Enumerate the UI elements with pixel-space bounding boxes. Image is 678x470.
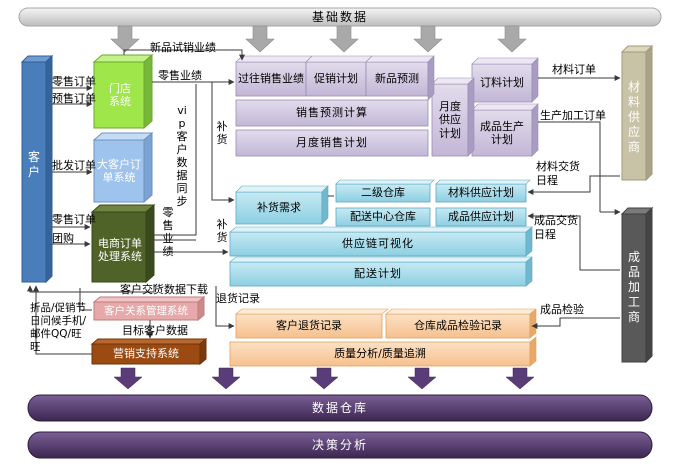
retail-performance-label: 零售业绩 (158, 69, 202, 82)
material-order-label: 材料订单 (552, 63, 596, 76)
product-inspection-label: 成品检验 (540, 303, 584, 316)
product-delivery-label: 成品交货日程 (534, 214, 578, 241)
monthly-sales-plan-box: 月度销售计划 (296, 136, 368, 150)
material-supply-plan-box: 材料供应计划 (448, 186, 514, 200)
quality-analysis-box: 质量分析/质量追溯 (334, 347, 426, 361)
replenish-label-2: 补货 (216, 218, 228, 244)
secondary-warehouse-box: 二级仓库 (361, 186, 405, 200)
new-product-forecast-box: 新品预测 (375, 72, 419, 86)
product-processor-box: 成品加工商 (627, 250, 640, 324)
production-order-label: 生产加工订单 (540, 109, 606, 122)
past-sales-performance-box: 过往销售业绩 (238, 72, 304, 86)
replenish-label-1: 补货 (216, 120, 228, 146)
base-data-banner: 基础数据 (311, 9, 368, 24)
delivery-plan-box: 配送计划 (354, 267, 402, 281)
retail-order-label: 零售订单 (52, 75, 96, 88)
trial-sales-label: 新品试销业绩 (150, 41, 216, 54)
monthly-supply-plan-box: 月度供应计划 (439, 100, 461, 140)
wholesale-order-label: 批发订单 (52, 159, 96, 172)
material-supplier-box: 材料供应商 (627, 80, 640, 154)
supply-chain-visibility-box: 供应链可视化 (342, 237, 414, 251)
presale-order-label: 预售订单 (52, 92, 96, 105)
promotion-plan-box: 促销计划 (314, 72, 358, 86)
production-plan-box: 成品生产计划 (480, 119, 524, 146)
ecommerce-order-system-box: 电商订单处理系统 (98, 236, 142, 263)
material-order-plan-box: 订料计划 (480, 76, 524, 90)
dc-warehouse-box: 配送中心仓库 (350, 210, 416, 224)
customer-return-record-box: 客户退货记录 (276, 319, 342, 333)
key-account-order-system-box: 大客户订单系统 (97, 157, 141, 184)
customer-box: 客户 (27, 150, 40, 179)
decision-analysis-bar: 决策分析 (311, 437, 368, 452)
sales-forecast-calc-box: 销售预测计算 (296, 106, 368, 120)
crm-system-box: 客户关系管理系统 (104, 304, 188, 317)
retail-performance-label-2: 零售业绩 (162, 206, 174, 258)
marketing-support-system-box: 营销支持系统 (113, 347, 179, 361)
material-delivery-label: 材料交货日程 (536, 160, 580, 187)
return-record-label: 退货记录 (216, 292, 260, 305)
retail-order-label-2: 零售订单 (52, 213, 96, 226)
data-warehouse-bar: 数据仓库 (311, 400, 368, 415)
vip-sync-label: vip客户数据同步 (176, 104, 188, 208)
replenish-demand-box: 补货需求 (257, 201, 301, 215)
target-customer-label: 目标客户数据 (122, 324, 188, 337)
group-buy-label: 团购 (52, 232, 74, 245)
product-supply-plan-box: 成品供应计划 (448, 210, 514, 224)
warehouse-inspection-record-box: 仓库成品检验记录 (414, 319, 502, 333)
customer-delivery-download-label: 客户交货数据下载 (120, 283, 208, 296)
store-system-box: 门店系统 (109, 81, 131, 108)
marketing-channels-label: 折品/促销节日问候手机/邮件QQ/旺旺 (30, 302, 87, 353)
